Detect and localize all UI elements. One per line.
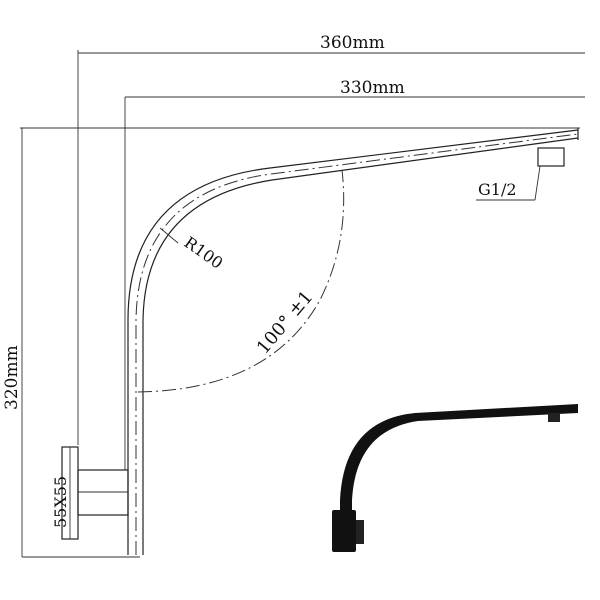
dimension-360-label: 360mm	[320, 33, 385, 53]
dimension-320: 320mm	[2, 128, 140, 558]
radius-label: R100	[181, 233, 227, 273]
dimension-330: 330mm	[124, 78, 585, 470]
dimension-330-label: 330mm	[340, 78, 405, 98]
thread-fitting: G1/2	[476, 147, 565, 201]
shower-arm-profile	[127, 128, 579, 555]
shower-arm-photo-icon	[332, 404, 578, 552]
dimension-320-label: 320mm	[2, 345, 22, 410]
base-plate-label: 55X55	[51, 476, 70, 528]
radius-callout: R100	[159, 227, 227, 273]
dimension-360: 360mm	[77, 33, 585, 445]
angle-callout: 100° ±1	[137, 169, 345, 393]
angle-label: 100° ±1	[253, 287, 318, 358]
thread-label: G1/2	[478, 180, 517, 199]
base-plate: 55X55	[51, 446, 129, 540]
